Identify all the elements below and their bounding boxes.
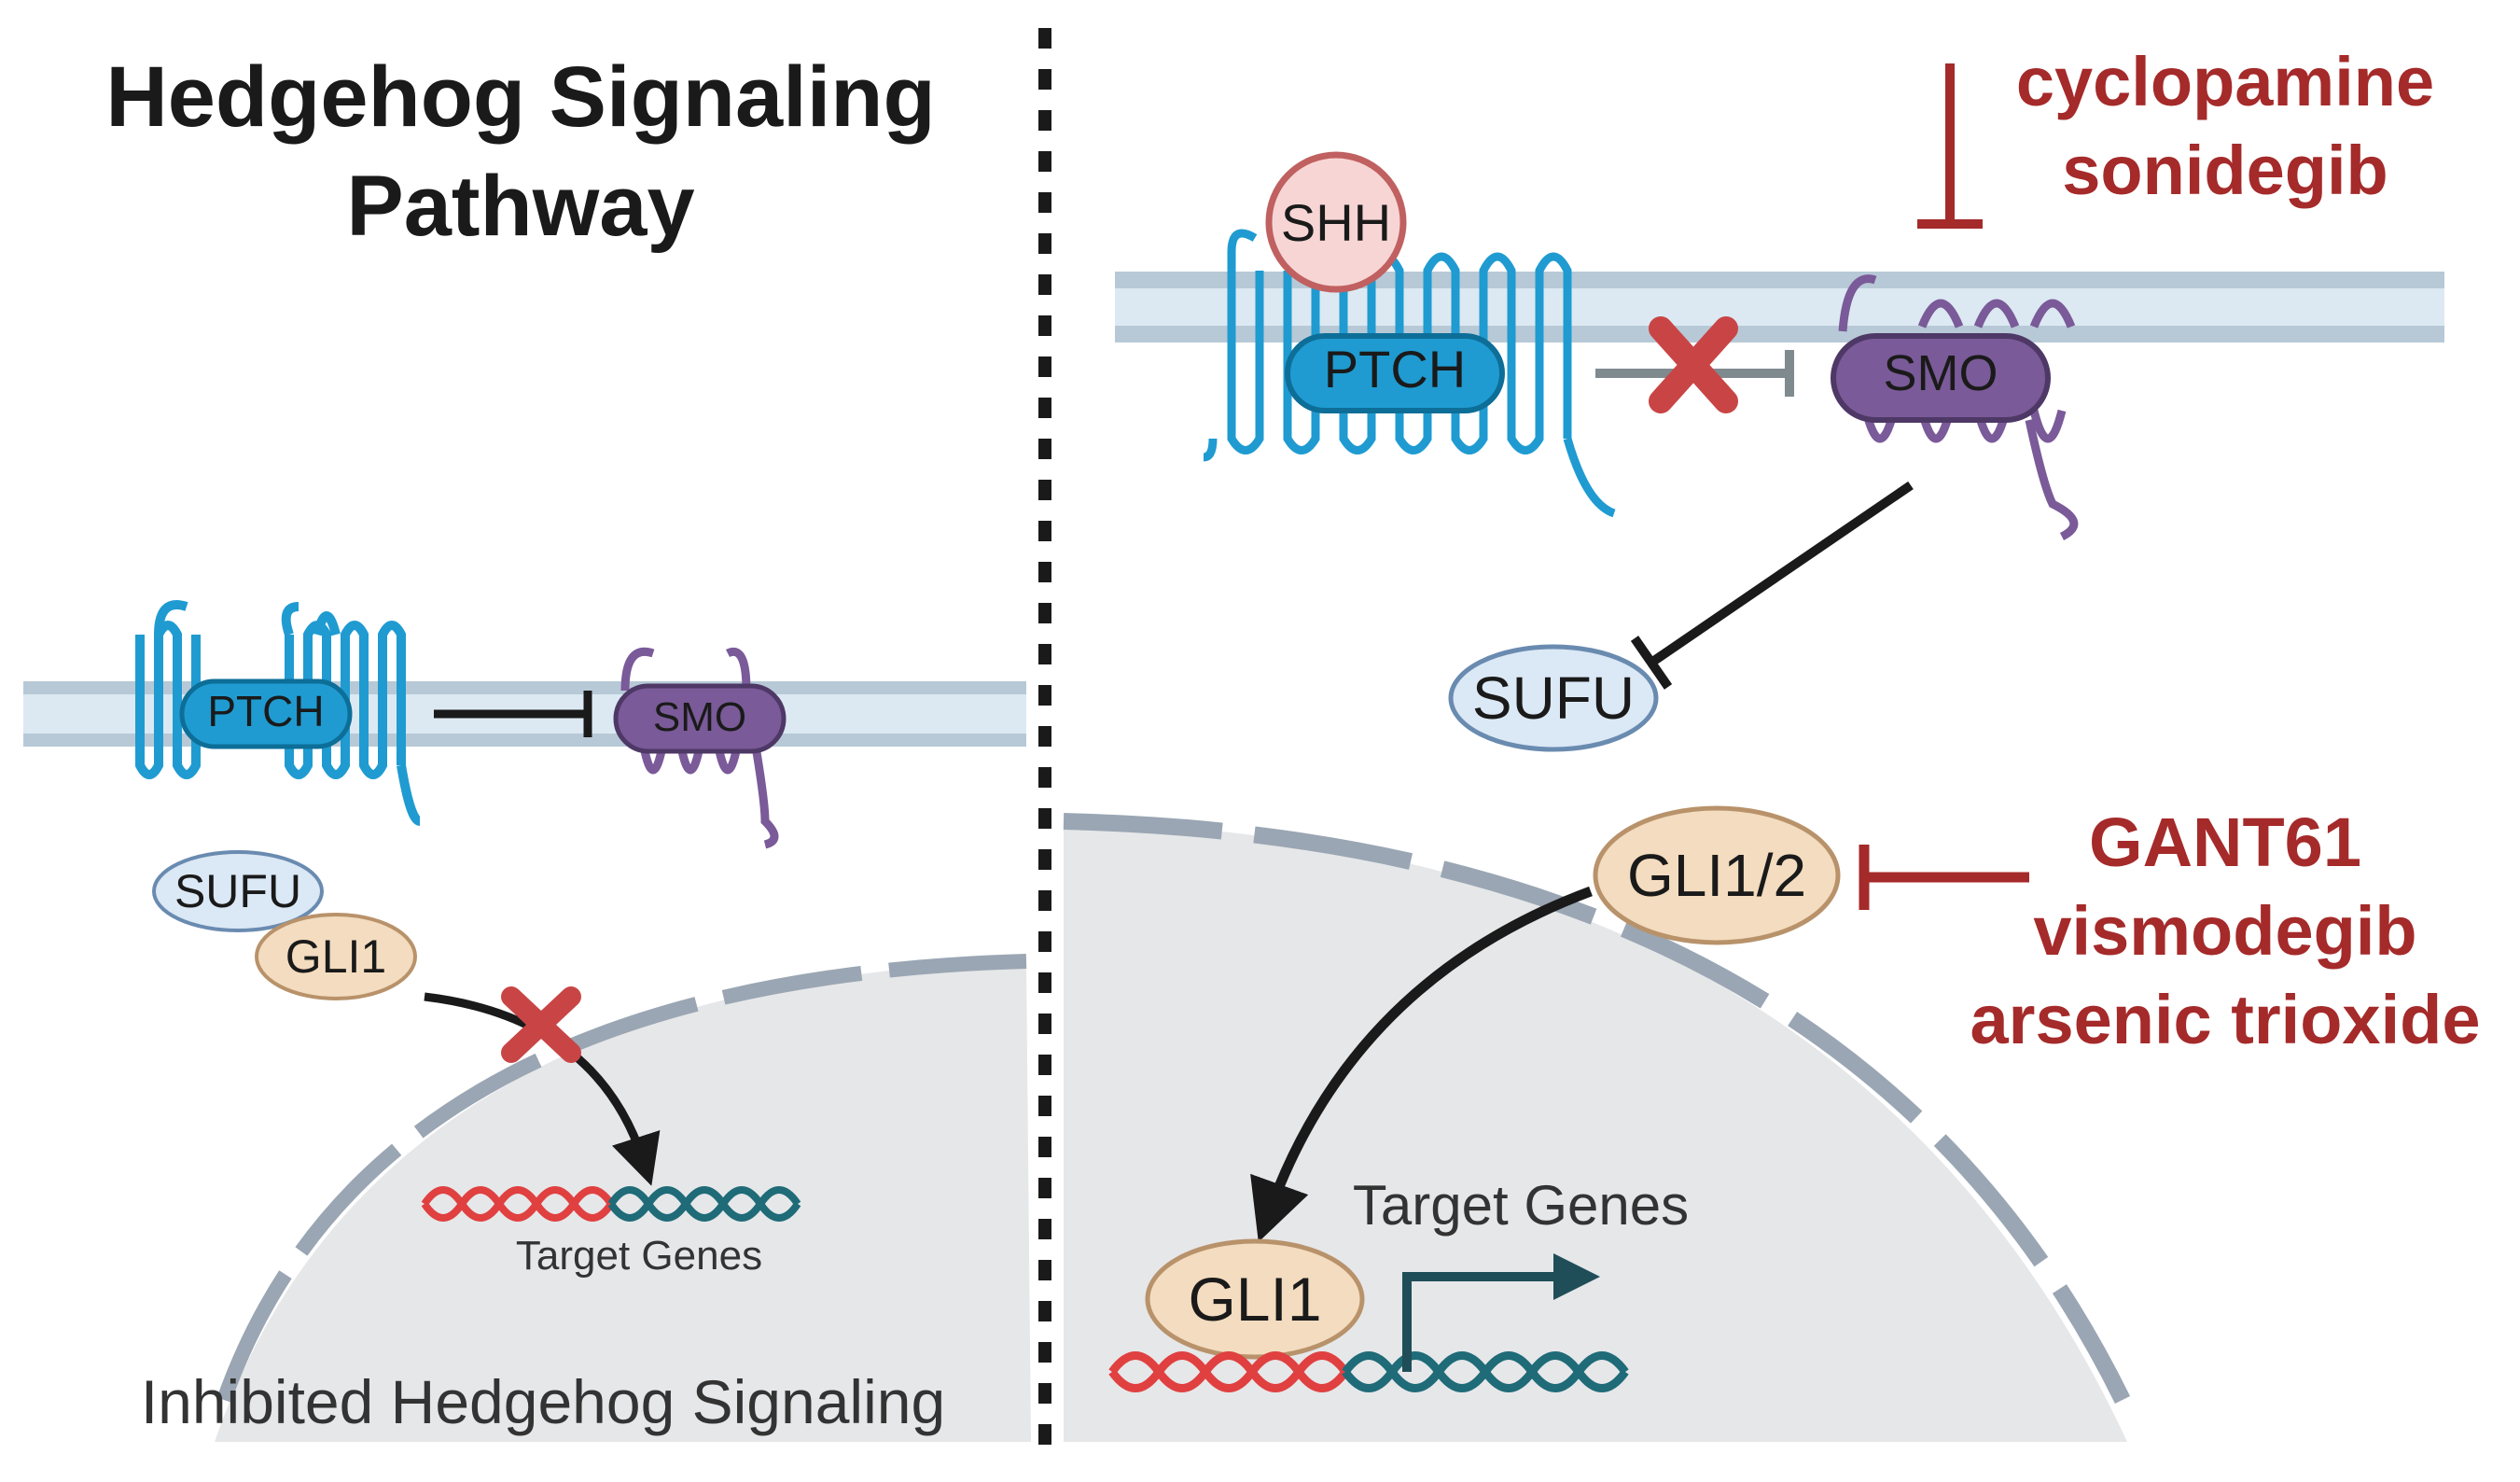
right-smo-helices <box>1838 274 2079 541</box>
left-nucleus <box>215 961 1031 1442</box>
left-panel: PTCH SMO SUFU GLI1 Target Genes <box>23 600 1031 1442</box>
right-shh-ligand <box>1265 151 1407 293</box>
left-gli1 <box>255 913 417 1000</box>
left-nuclear-envelope <box>216 954 1027 1403</box>
right-sufu-label: SUFU <box>1472 664 1635 732</box>
right-ptch-receptor: PTCH <box>1203 229 1616 518</box>
left-caption: Inhibited Hedgehog Signaling <box>141 1367 945 1436</box>
smo-sufu-inhibition-line <box>1649 481 1914 667</box>
left-target-genes-label: Target Genes <box>516 1233 762 1279</box>
right-sufu <box>1448 644 1659 752</box>
transcription-arrow <box>1402 1253 1600 1372</box>
right-gli12-label: GLI1/2 <box>1627 842 1806 909</box>
right-smo-body <box>1831 333 2051 423</box>
right-smo-receptor: SMO <box>1831 274 2079 541</box>
left-smo-body <box>613 683 787 754</box>
left-sufu-label: SUFU <box>174 865 301 917</box>
right-gli12 <box>1593 805 1841 945</box>
gli-drug-arsenic-trioxide: arsenic trioxide <box>1970 981 2480 1058</box>
left-block-x-icon <box>501 986 581 1063</box>
right-nuclear-envelope <box>1063 813 2131 1404</box>
right-gli1-label: GLI1 <box>1188 1265 1321 1334</box>
title-line-2: Pathway <box>346 159 694 254</box>
right-block-x-icon <box>1649 316 1738 413</box>
right-gli1 <box>1145 1238 1365 1360</box>
left-smo-helices <box>620 647 779 849</box>
left-dna-icon <box>421 1186 801 1222</box>
left-sufu <box>152 850 324 932</box>
right-ptch-body <box>1285 333 1505 413</box>
gli-drug-gant61: GANT61 <box>2089 804 2361 881</box>
right-target-genes-label: Target Genes <box>1353 1174 1689 1237</box>
right-shh-label: SHH <box>1281 193 1391 252</box>
left-gli1-label: GLI1 <box>285 930 386 983</box>
right-panel: PTCH SHH SMO cyclopamine sonidegib SUFU <box>1063 43 2481 1442</box>
left-ptch-label: PTCH <box>207 687 324 735</box>
left-smo-receptor: SMO <box>613 647 787 849</box>
gli-translocation-arrow <box>1250 886 1593 1243</box>
gli-drug-vismodegib: vismodegib <box>2033 892 2416 970</box>
left-ptch-body <box>179 678 353 749</box>
smo-drug-sonidegib: sonidegib <box>2062 132 2388 209</box>
smo-drug-cyclopamine: cyclopamine <box>2016 43 2434 120</box>
left-ptch-receptor: PTCH <box>135 600 422 826</box>
smo-sufu-inhibition-bar <box>1630 636 1673 690</box>
right-smo-label: SMO <box>1883 345 1998 401</box>
right-ptch-label: PTCH <box>1324 340 1466 398</box>
left-smo-label: SMO <box>653 694 746 740</box>
title-line-1: Hedgehog Signaling <box>105 49 935 145</box>
right-dna-icon <box>1108 1351 1629 1392</box>
